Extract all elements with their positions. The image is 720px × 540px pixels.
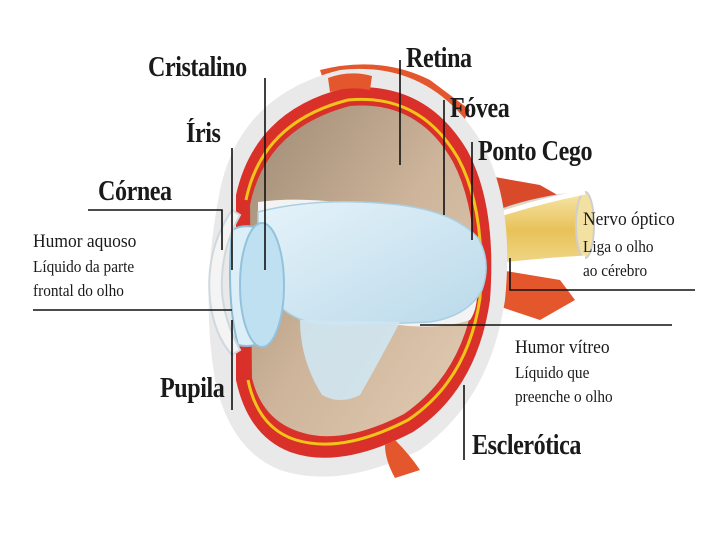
label-nervo-optico-line2: ao cérebro: [583, 262, 647, 279]
label-humor-vitreo-line1: Líquido que: [515, 364, 589, 381]
label-cornea: Córnea: [98, 178, 172, 206]
label-nervo-optico-title: Nervo óptico: [583, 210, 675, 229]
label-humor-vitreo-line2: preenche o olho: [515, 388, 613, 405]
label-ponto-cego: Ponto Cego: [478, 138, 592, 166]
label-iris: Íris: [186, 120, 220, 148]
label-pupila: Pupila: [160, 375, 224, 403]
label-humor-aquoso-line2: frontal do olho: [33, 282, 124, 299]
lower-muscle: [495, 270, 575, 320]
vitreous-body: [258, 202, 486, 326]
label-esclerotica: Esclerótica: [472, 432, 581, 460]
label-humor-aquoso-title: Humor aquoso: [33, 232, 136, 251]
label-humor-vitreo-title: Humor vítreo: [515, 338, 610, 357]
label-fovea: Fóvea: [450, 95, 509, 123]
label-cristalino: Cristalino: [148, 54, 247, 82]
label-humor-aquoso-line1: Líquido da parte: [33, 258, 134, 275]
label-retina: Retina: [406, 45, 472, 73]
label-nervo-optico-line1: Liga o olho: [583, 238, 654, 255]
lens: [240, 223, 284, 347]
